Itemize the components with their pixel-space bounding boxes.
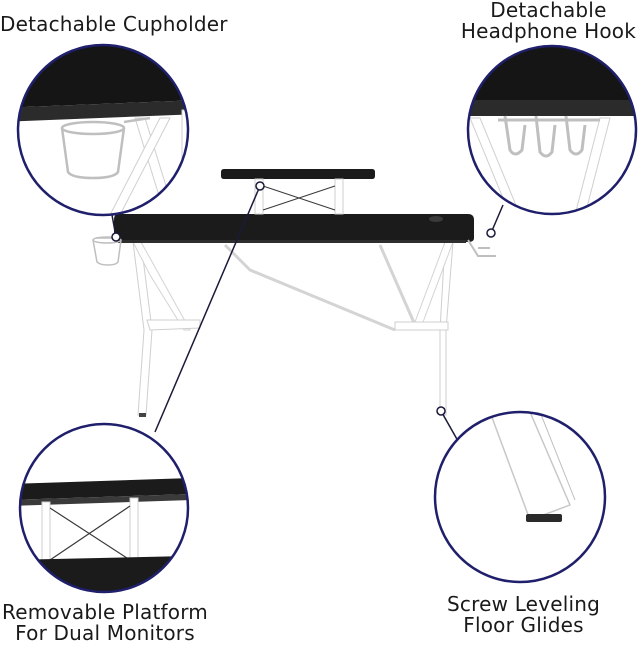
- floor-glides-callout-label: Screw Leveling Floor Glides: [447, 594, 600, 636]
- floor-glide-detail-icon: [433, 410, 607, 584]
- glide-foot-left: [139, 413, 146, 417]
- glides-label-line1: Screw Leveling: [447, 592, 601, 616]
- cable-grommet: [429, 216, 443, 222]
- headphone-hook-callout-label: Detachable Headphone Hook: [461, 0, 636, 42]
- platform-label-line1: Removable Platform: [2, 600, 208, 624]
- headphone-hook-detail-icon: [466, 44, 638, 216]
- monitor-platform: [221, 169, 375, 215]
- left-leg: [132, 241, 201, 416]
- right-leg: [394, 241, 454, 416]
- headphone-label-line1: Detachable: [490, 0, 607, 22]
- glides-label-line2: Floor Glides: [463, 613, 584, 637]
- callout-anchor-dots: [111, 181, 496, 416]
- platform-detail-icon: [18, 422, 190, 594]
- platform-label-line2: For Dual Monitors: [15, 621, 195, 645]
- platform-callout-label: Removable Platform For Dual Monitors: [2, 602, 208, 644]
- headphone-label-line2: Headphone Hook: [460, 19, 636, 43]
- cupholder-detail-icon: [16, 43, 190, 217]
- desktop-surface: [114, 214, 474, 242]
- cupholder-callout-label: Detachable Cupholder: [0, 14, 228, 35]
- rear-frame: [223, 243, 417, 332]
- headphone-hook: [467, 239, 496, 257]
- gaming-desk: [92, 169, 496, 417]
- cupholder-label-text: Detachable Cupholder: [0, 12, 228, 36]
